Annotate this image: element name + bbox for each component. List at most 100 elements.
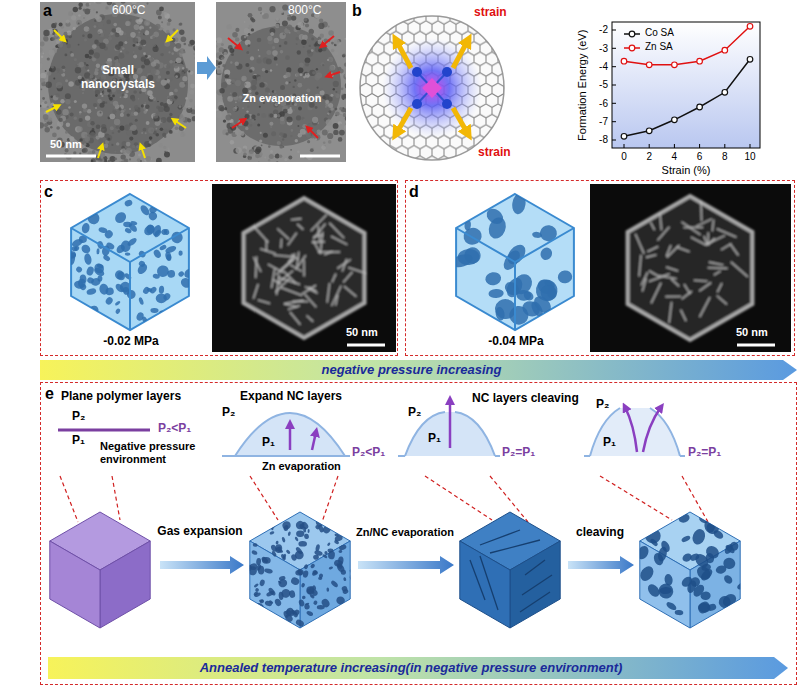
texture-mark	[327, 59, 329, 61]
illustration-shape	[612, 85, 616, 86]
texture-mark	[331, 49, 334, 52]
texture-mark	[297, 151, 300, 154]
texture-mark	[251, 80, 257, 86]
texture-mark	[335, 52, 338, 55]
texture-mark	[313, 600, 318, 606]
illustration-shape	[71, 194, 189, 330]
texture-mark	[86, 287, 97, 295]
graphene-cage	[360, 16, 504, 160]
texture-mark	[106, 20, 111, 25]
figure-label: -3	[599, 43, 608, 55]
texture-mark	[266, 50, 271, 55]
texture-mark	[236, 147, 242, 153]
texture-mark	[335, 112, 339, 116]
texture-mark	[290, 553, 297, 561]
texture-mark	[651, 283, 661, 304]
texture-mark	[495, 306, 506, 321]
panel-label: P₁	[603, 436, 616, 450]
illustration-shape	[328, 72, 340, 76]
texture-mark	[344, 63, 346, 67]
texture-mark	[262, 557, 271, 564]
illustration-shape	[455, 412, 495, 456]
texture-mark	[173, 61, 175, 63]
panel-label: c	[44, 183, 53, 201]
texture-mark	[262, 15, 266, 19]
texture-mark	[68, 81, 74, 87]
texture-mark	[256, 558, 262, 566]
panel-label: P₁	[72, 434, 85, 448]
texture-mark	[68, 11, 73, 16]
texture-mark	[96, 64, 100, 68]
texture-mark	[83, 108, 87, 112]
texture-mark	[141, 65, 145, 69]
texture-mark	[95, 68, 99, 72]
texture-mark	[285, 549, 291, 554]
texture-mark	[269, 531, 275, 535]
texture-mark	[278, 271, 293, 283]
texture-mark	[94, 20, 96, 22]
texture-mark	[47, 106, 49, 108]
texture-mark	[124, 109, 126, 111]
illustration-shape	[495, 455, 500, 457]
figure-label: -6	[599, 98, 608, 110]
texture-mark	[330, 94, 333, 97]
texture-mark	[231, 79, 235, 83]
texture-mark	[285, 72, 290, 77]
texture-mark	[272, 46, 275, 49]
texture-mark	[159, 6, 164, 11]
texture-mark	[259, 82, 264, 87]
texture-mark	[327, 130, 329, 132]
texture-mark	[276, 18, 280, 22]
illustration-shape	[347, 344, 385, 347]
texture-mark	[240, 113, 244, 117]
illustration-shape	[624, 144, 625, 148]
texture-mark	[224, 107, 227, 110]
texture-mark	[311, 37, 314, 40]
texture-mark	[296, 43, 298, 45]
texture-mark	[297, 22, 303, 28]
figure-label: -5	[599, 79, 608, 91]
texture-mark	[79, 113, 81, 115]
texture-mark	[226, 132, 229, 135]
texture-mark	[145, 105, 150, 110]
texture-mark	[704, 543, 722, 561]
texture-mark	[195, 56, 196, 60]
illustration-shape	[232, 120, 244, 128]
texture-mark	[65, 131, 68, 134]
texture-mark	[290, 312, 301, 325]
texture-mark	[52, 133, 57, 138]
texture-mark	[89, 3, 91, 5]
texture-mark	[57, 110, 61, 114]
texture-mark	[288, 590, 296, 599]
texture-mark	[151, 61, 156, 66]
texture-mark	[256, 602, 265, 610]
texture-mark	[279, 132, 284, 137]
illustration-shape	[629, 45, 635, 51]
panel-label: P₂=P₁	[502, 446, 535, 460]
texture-mark	[156, 128, 158, 130]
texture-mark	[222, 64, 225, 67]
texture-mark	[343, 272, 352, 283]
texture-mark	[184, 68, 188, 72]
texture-mark	[264, 157, 266, 159]
texture-mark	[249, 69, 253, 73]
texture-mark	[295, 546, 304, 555]
illustration-shape	[649, 144, 650, 148]
texture-mark	[147, 90, 153, 96]
texture-mark	[153, 46, 159, 52]
illustration-shape	[643, 407, 661, 452]
texture-mark	[97, 110, 103, 116]
texture-mark	[288, 233, 297, 246]
texture-mark	[666, 245, 671, 256]
texture-mark	[178, 105, 183, 110]
illustration-shape	[300, 155, 340, 158]
illustration-shape	[621, 58, 627, 64]
texture-mark	[243, 152, 247, 156]
texture-mark	[152, 36, 155, 39]
illustration-shape	[174, 120, 186, 128]
texture-mark	[98, 139, 103, 144]
texture-mark	[282, 553, 287, 559]
texture-mark	[140, 160, 142, 162]
texture-mark	[303, 118, 306, 121]
texture-mark	[682, 291, 692, 299]
